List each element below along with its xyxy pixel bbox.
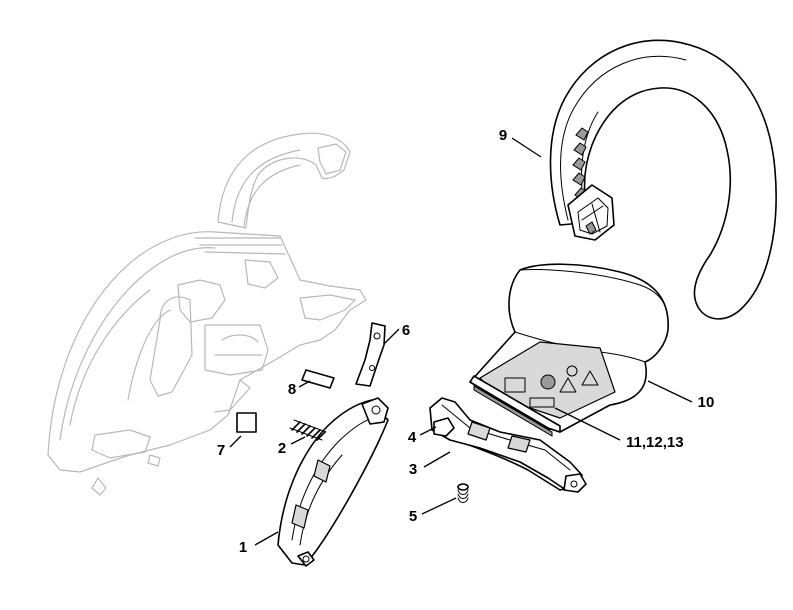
callout-labels: 1 2 3 4 5 6 7 8 9 10 11,12,13 xyxy=(217,127,715,556)
callout-5: 5 xyxy=(409,508,417,525)
part-5-small-spring xyxy=(457,483,469,503)
callout-9: 9 xyxy=(499,127,507,144)
leader-7 xyxy=(229,435,242,448)
callout-7: 7 xyxy=(217,442,225,459)
callout-1: 1 xyxy=(239,539,247,556)
part-4-interlock-lever xyxy=(429,397,587,493)
leader-3 xyxy=(423,451,451,468)
callout-2: 2 xyxy=(278,440,286,457)
callout-10: 10 xyxy=(698,394,715,411)
leader-lines xyxy=(229,137,693,546)
part-2-spring xyxy=(289,419,327,441)
callout-8: 8 xyxy=(288,381,296,398)
leader-6 xyxy=(383,328,400,345)
part-1-throttle-trigger xyxy=(277,397,389,567)
part-8-pin xyxy=(301,369,335,389)
leader-4 xyxy=(419,426,437,436)
leader-2 xyxy=(290,436,306,445)
leader-10 xyxy=(647,380,693,403)
leader-8 xyxy=(298,380,311,388)
callout-4: 4 xyxy=(408,429,417,446)
part-9-loop-handle xyxy=(549,39,777,320)
part-7-label xyxy=(236,412,257,433)
leader-9 xyxy=(511,137,542,158)
leader-11 xyxy=(554,407,621,441)
callout-3: 3 xyxy=(409,461,417,478)
part-6-leaf-spring xyxy=(355,322,386,387)
part-10-handle-molding xyxy=(469,263,669,437)
leader-5 xyxy=(421,497,457,515)
callout-6: 6 xyxy=(402,322,410,339)
callout-11-12-13: 11,12,13 xyxy=(626,434,684,451)
leader-1 xyxy=(254,531,279,546)
housing-outline xyxy=(47,132,367,496)
